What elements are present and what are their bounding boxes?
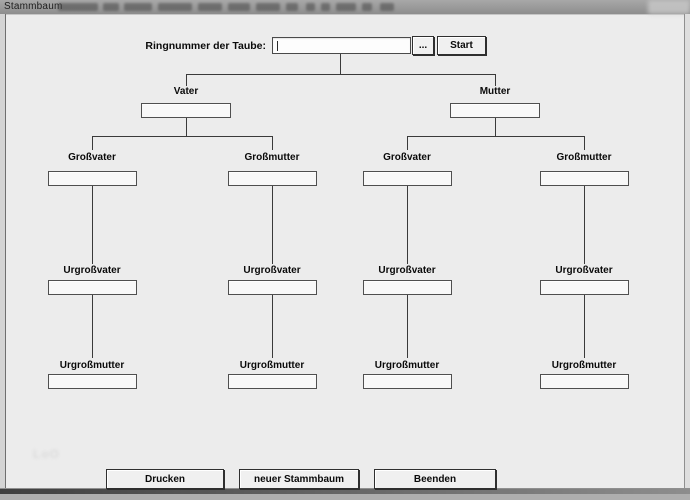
- ring-number-label: Ringnummer der Taube:: [145, 40, 266, 52]
- connector-line: [407, 186, 408, 264]
- blurred-toolbar-icon: [336, 3, 356, 11]
- connector-line: [186, 118, 187, 136]
- great-grandmother-label: Urgroßmutter: [59, 360, 125, 371]
- blurred-window-control: [648, 0, 690, 14]
- grandmother-field[interactable]: [228, 171, 317, 186]
- window-border-bottom: [0, 489, 690, 494]
- blurred-menu-item: [256, 3, 280, 11]
- blurred-menu-item: [103, 3, 119, 11]
- blurred-menu-item: [58, 3, 98, 11]
- connector-line: [584, 136, 585, 150]
- blurred-menu-item: [198, 3, 222, 11]
- connector-line: [186, 74, 187, 86]
- grandfather-label: Großvater: [383, 152, 431, 163]
- connector-line: [272, 295, 273, 358]
- great-grandfather-field[interactable]: [48, 280, 137, 295]
- start-button[interactable]: Start: [437, 36, 486, 55]
- connector-line: [407, 136, 585, 137]
- great-grandmother-label: Urgroßmutter: [551, 360, 617, 371]
- father-field[interactable]: [141, 103, 231, 118]
- watermark: LoO: [33, 447, 60, 461]
- blurred-menu-item: [228, 3, 250, 11]
- great-grandfather-label: Urgroßvater: [555, 265, 613, 276]
- great-grandmother-field[interactable]: [48, 374, 137, 389]
- connector-line: [407, 136, 408, 150]
- mother-label: Mutter: [479, 86, 511, 97]
- connector-line: [495, 74, 496, 86]
- great-grandmother-label: Urgroßmutter: [239, 360, 305, 371]
- blurred-menu-item: [158, 3, 192, 11]
- new-pedigree-button[interactable]: neuer Stammbaum: [239, 469, 359, 489]
- blurred-toolbar-icon: [380, 3, 394, 11]
- print-button[interactable]: Drucken: [106, 469, 224, 489]
- grandfather-field[interactable]: [48, 171, 137, 186]
- browse-button[interactable]: ...: [412, 36, 434, 55]
- grandmother-label: Großmutter: [244, 152, 300, 163]
- connector-line: [92, 136, 93, 150]
- connector-line: [92, 186, 93, 264]
- ring-number-input[interactable]: [272, 37, 411, 54]
- connector-line: [92, 295, 93, 358]
- grandmother-field[interactable]: [540, 171, 629, 186]
- connector-line: [584, 186, 585, 264]
- connector-line: [92, 136, 273, 137]
- connector-line: [340, 54, 341, 74]
- great-grandfather-field[interactable]: [228, 280, 317, 295]
- connector-line: [186, 74, 496, 75]
- blurred-menu-item: [286, 3, 298, 11]
- great-grandfather-label: Urgroßvater: [63, 265, 121, 276]
- great-grandfather-field[interactable]: [363, 280, 452, 295]
- grandfather-label: Großvater: [68, 152, 116, 163]
- father-label: Vater: [173, 86, 199, 97]
- great-grandfather-label: Urgroßvater: [378, 265, 436, 276]
- connector-line: [407, 295, 408, 358]
- great-grandfather-field[interactable]: [540, 280, 629, 295]
- great-grandmother-field[interactable]: [363, 374, 452, 389]
- connector-line: [272, 186, 273, 264]
- grandmother-label: Großmutter: [556, 152, 612, 163]
- window-border-bottom: [0, 494, 690, 500]
- great-grandmother-field[interactable]: [540, 374, 629, 389]
- window-border-left: [0, 14, 6, 489]
- great-grandfather-label: Urgroßvater: [243, 265, 301, 276]
- great-grandmother-field[interactable]: [228, 374, 317, 389]
- blurred-menu-item: [124, 3, 152, 11]
- window-title: Stammbaum: [4, 1, 63, 12]
- grandfather-field[interactable]: [363, 171, 452, 186]
- connector-line: [495, 118, 496, 136]
- mother-field[interactable]: [450, 103, 540, 118]
- connector-line: [584, 295, 585, 358]
- connector-line: [272, 136, 273, 150]
- great-grandmother-label: Urgroßmutter: [374, 360, 440, 371]
- exit-button[interactable]: Beenden: [374, 469, 496, 489]
- text-caret: [277, 41, 278, 51]
- window-border-right: [684, 14, 690, 489]
- titlebar: Stammbaum: [0, 0, 690, 15]
- blurred-toolbar-icon: [321, 3, 330, 11]
- blurred-toolbar-icon: [306, 3, 315, 11]
- blurred-toolbar-icon: [362, 3, 372, 11]
